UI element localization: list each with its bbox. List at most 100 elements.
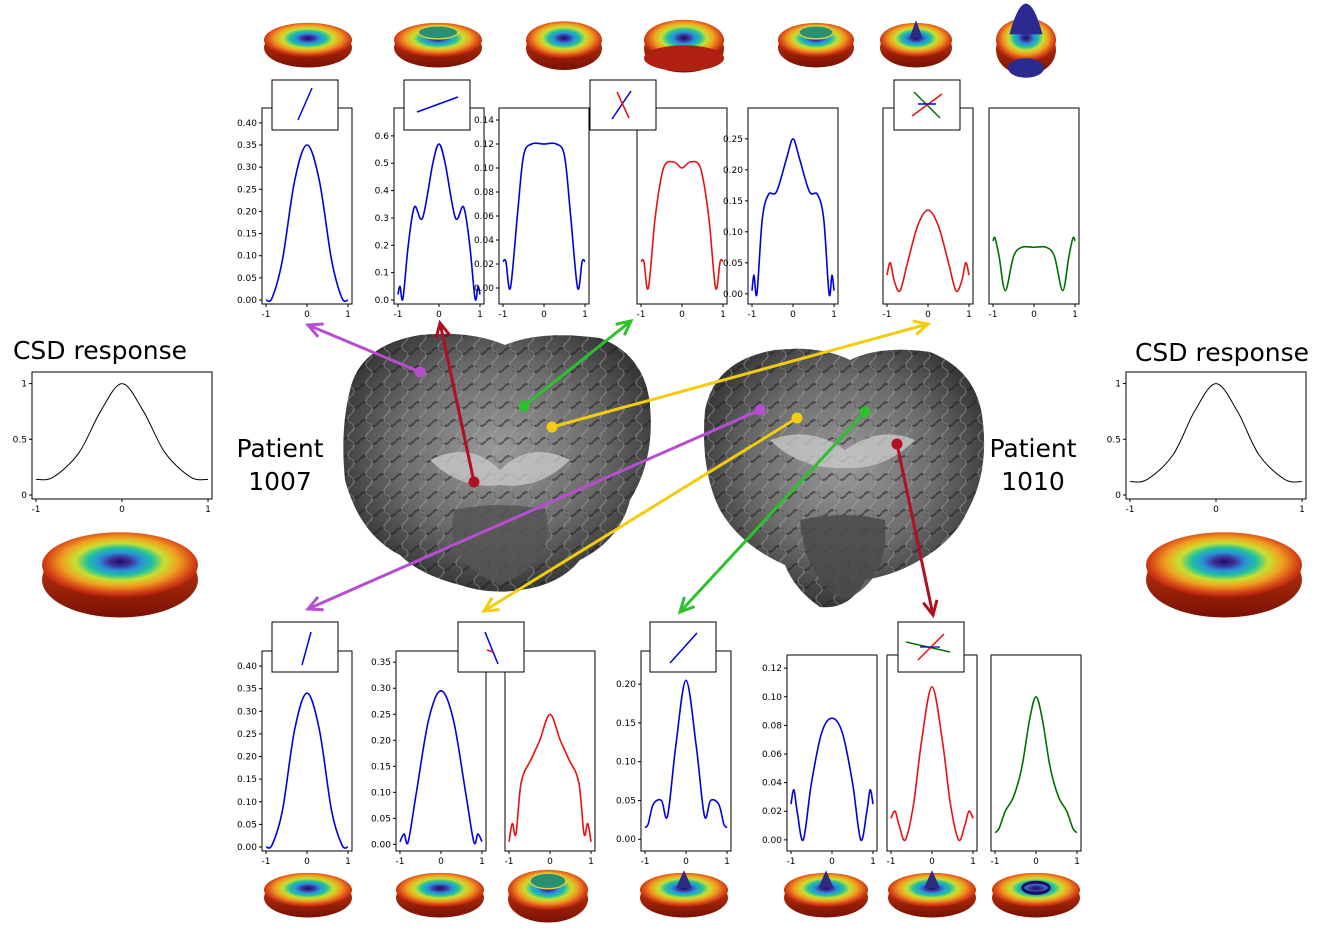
series-line-red	[886, 209, 970, 293]
odf-glyph-top	[640, 872, 728, 908]
x-tick-label: 0	[929, 857, 935, 867]
odf-glyph-8	[264, 872, 352, 918]
series-line-red	[640, 160, 724, 291]
x-tick-label: 0	[790, 310, 796, 320]
chart-frame	[786, 654, 878, 852]
x-tick-label: 0	[541, 310, 547, 320]
y-tick-label: 0.12	[474, 140, 494, 150]
csd-response-title-left: CSD response	[13, 336, 187, 365]
fibre-inset-top-3	[589, 79, 657, 131]
connector-arrow-4	[546, 319, 932, 433]
odf-glyph-top	[888, 872, 976, 908]
y-tick-label: 0.10	[616, 758, 636, 768]
connector-arrow-8	[891, 438, 939, 619]
chart-frame	[882, 107, 974, 305]
y-tick-label: 0.10	[762, 693, 782, 703]
arrow-head	[912, 319, 932, 336]
odf-glyph-10	[508, 869, 588, 923]
series-line-blue	[265, 692, 349, 849]
y-tick-label: 0.00	[237, 296, 257, 306]
odf-glyph-top	[992, 872, 1080, 908]
y-tick-label: 0.20	[371, 736, 391, 746]
odf-glyph-top	[42, 532, 198, 598]
chart-frame	[395, 650, 487, 852]
x-tick-label: -1	[396, 857, 405, 867]
series-line-red	[890, 685, 974, 842]
connector-arrow-2	[434, 319, 480, 488]
y-tick-label: 0.06	[474, 212, 494, 222]
x-tick-label: -1	[505, 857, 514, 867]
chart-frame	[31, 371, 213, 500]
x-tick-label: 0	[829, 857, 835, 867]
odf-glyph-7	[996, 3, 1056, 78]
odf-glyph-3	[526, 21, 602, 70]
x-tick-label: -1	[641, 857, 650, 867]
y-tick-label: 0.05	[237, 820, 257, 830]
patient-label-left-line2: 1007	[248, 467, 312, 496]
x-tick-label: 1	[582, 310, 588, 320]
series-line-black	[35, 383, 209, 481]
chart-frame	[636, 107, 728, 305]
x-tick-label: 1	[479, 857, 485, 867]
y-tick-label: 0.30	[371, 684, 391, 694]
patient-label-left-line1: Patient	[236, 434, 323, 463]
odf-glyph-top	[264, 22, 352, 58]
y-tick-label: 0.10	[723, 228, 743, 238]
y-tick-label: 0.25	[237, 730, 257, 740]
odf-glyph-11	[640, 870, 728, 918]
x-tick-label: -1	[32, 505, 41, 515]
odf-glyph-6	[880, 20, 952, 68]
y-tick-label: 0.3	[375, 214, 389, 224]
x-tick-label: 0	[547, 857, 553, 867]
y-tick-label: 0.5	[13, 435, 27, 445]
y-tick-label: 0.15	[237, 775, 257, 785]
y-tick-label: 0.40	[237, 119, 257, 129]
x-tick-label: -1	[887, 857, 896, 867]
x-tick-label: 0	[438, 857, 444, 867]
odf-glyph-spike	[676, 870, 692, 888]
arrow-shaft	[438, 322, 476, 483]
arrow-head	[481, 596, 500, 613]
x-tick-label: -1	[787, 857, 796, 867]
chart-frame	[498, 107, 590, 305]
arrow-origin-dot	[859, 406, 871, 418]
x-tick-label: 1	[345, 310, 351, 320]
odf-glyph-spike	[1009, 3, 1043, 35]
x-tick-label: 0	[1033, 857, 1039, 867]
series-line-blue	[502, 142, 586, 291]
csd-response-title-right: CSD response	[1135, 338, 1309, 367]
y-tick-label: 0.35	[237, 141, 257, 151]
x-tick-label: -1	[394, 310, 403, 320]
odf-glyph-top	[880, 22, 952, 58]
x-tick-label: 0	[304, 310, 310, 320]
y-tick-label: 0.15	[371, 762, 391, 772]
connector-arrow-7	[677, 406, 871, 615]
x-tick-label: 1	[205, 505, 211, 515]
connector-arrow-6	[481, 412, 803, 613]
y-tick-label: 0.15	[237, 230, 257, 240]
y-tick-label: 0.06	[762, 750, 782, 760]
series-line-blue	[397, 143, 481, 301]
series-line-red	[508, 713, 592, 842]
odf-glyph-5	[778, 22, 854, 68]
connector-arrow-3	[518, 318, 634, 412]
series-line-green	[992, 236, 1076, 292]
fibre-inset-top-2	[403, 79, 471, 131]
patient-label-left: Patient 1007	[236, 434, 323, 496]
fibre-direction-insets	[271, 79, 965, 673]
arrow-head	[922, 599, 939, 619]
arrow-head	[434, 319, 451, 339]
x-tick-label: 1	[1072, 310, 1078, 320]
chart-frame	[990, 654, 1082, 852]
arrow-origin-dot	[546, 421, 558, 433]
x-tick-label: 1	[720, 310, 726, 320]
brain-slice-patient-1010	[704, 348, 985, 608]
chart-frame	[261, 107, 353, 305]
odf-glyph-14	[992, 872, 1080, 918]
chart-frame	[640, 650, 732, 852]
